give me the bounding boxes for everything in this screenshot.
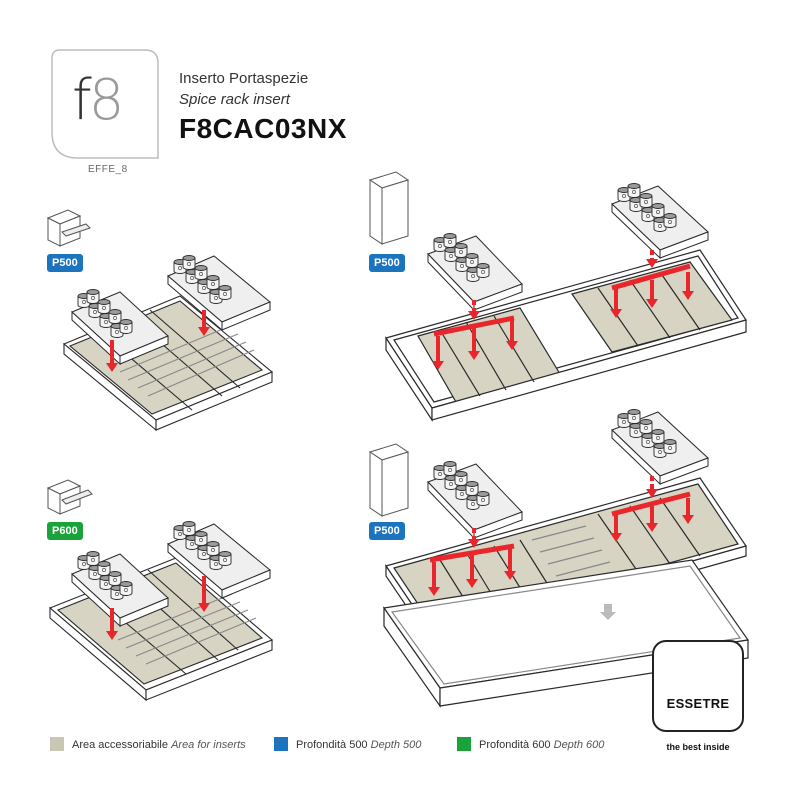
arrow-head [106,631,118,640]
arrow-head [466,579,478,588]
down-arrow-icon [600,604,616,620]
arrow-head [646,523,658,532]
arrow-head [428,587,440,596]
spice-jar-icon [86,289,100,304]
spice-jar-icon [627,183,641,198]
arrow-head [646,489,658,498]
logo-caption: EFFE_8 [88,164,128,175]
badge-p600-bottom-left: P600 [47,522,83,540]
brand-name: ESSETRE [666,696,730,711]
legend-depth600-label-en: Depth 600 [553,739,605,751]
spice-jar-icon [617,187,631,202]
arrow-head [646,259,658,268]
logo-mark: f8 [72,66,125,136]
product-code: F8CAC03NX [179,113,347,144]
logo-number: 8 [88,68,125,133]
spice-jar-icon [476,491,490,506]
spice-jar-icon [194,531,208,546]
spice-jar-icon [454,471,468,486]
legend-area-label: Area accessoriabile [72,739,168,751]
spice-jar-icon [465,481,479,496]
logo-frame [51,49,159,159]
arrow-bar [429,543,515,563]
legend-depth500-label: Profondità 500 [296,739,368,751]
legend-depth500: Profondità 500 Depth 500 [274,737,421,751]
arrow-bar [433,315,515,337]
cabinet-icon-bottom [368,443,410,517]
spice-jar-icon [454,243,468,258]
drawer-p600-icon [46,479,93,515]
legend-depth600-swatch [457,737,471,751]
placement-arrows [106,250,694,640]
spice-jar-icon [443,461,457,476]
legend-area-label-en: Area for inserts [171,739,246,751]
arrow-head [506,341,518,350]
spice-jar-icon [653,217,667,232]
arrow-head [504,571,516,580]
legend-depth500-swatch [274,737,288,751]
legend-depth500-label-en: Depth 500 [370,739,422,751]
spice-jar-icon [639,193,653,208]
arrow-bar [611,263,691,291]
spice-jars [77,183,677,600]
spice-jar-icon [641,207,655,222]
badge-p500-top-right: P500 [369,254,405,272]
spice-jar-icon [218,551,232,566]
arrow-head [468,351,480,360]
spice-jar-icon [182,255,196,270]
spice-jar-icon [444,247,458,262]
legend-area: Area accessoriabile Area for inserts [50,737,246,751]
legend-area-swatch [50,737,64,751]
spice-jar-icon [641,433,655,448]
drawer-p500-icon [46,209,91,247]
spice-jar-icon [218,285,232,300]
brand-tagline: the best inside [666,742,730,752]
spice-jar-icon [476,263,490,278]
spice-jar-icon [108,309,122,324]
spice-jar-icon [663,439,677,454]
badge-p500-top-left: P500 [47,254,83,272]
title-english: Spice rack insert [179,91,290,108]
spice-jar-icon [97,299,111,314]
spice-jar-icon [651,429,665,444]
spice-jar-icon [455,257,469,272]
arrow-head [468,539,480,548]
arrow-head [106,363,118,372]
spice-jar-icon [639,419,653,434]
spice-jar-icon [119,581,133,596]
spice-jar-icon [108,571,122,586]
arrow-head [432,361,444,370]
brand-logo-box [652,640,744,732]
badge-p500-bottom-right: P500 [369,522,405,540]
arrow-head [198,327,210,336]
spice-jar-icon [119,319,133,334]
spice-jar-icon [627,409,641,424]
arrow-bar [611,491,691,517]
spice-jar-icon [194,265,208,280]
arrow-head [682,515,694,524]
legend-depth600-label: Profondità 600 [479,739,551,751]
spice-jar-icon [465,253,479,268]
title-italian: Inserto Portaspezie [179,70,309,87]
cabinet-icon-top [368,171,410,245]
spice-jar-icon [433,465,447,480]
spice-jar-icon [651,203,665,218]
arrow-head [646,299,658,308]
arrow-head [682,291,694,300]
arrow-head [198,603,210,612]
arrow-head [610,309,622,318]
spice-jar-icon [443,233,457,248]
legend-depth600: Profondità 600 Depth 600 [457,737,604,751]
spice-jar-icon [206,275,220,290]
logo-letter: f [72,68,92,133]
spice-jar-icon [663,213,677,228]
spice-jar-icon [182,521,196,536]
spice-jar-icon [86,551,100,566]
arrow-head [610,533,622,542]
arrow-head [468,311,480,320]
spice-jar-icon [206,541,220,556]
spice-jar-icon [97,561,111,576]
